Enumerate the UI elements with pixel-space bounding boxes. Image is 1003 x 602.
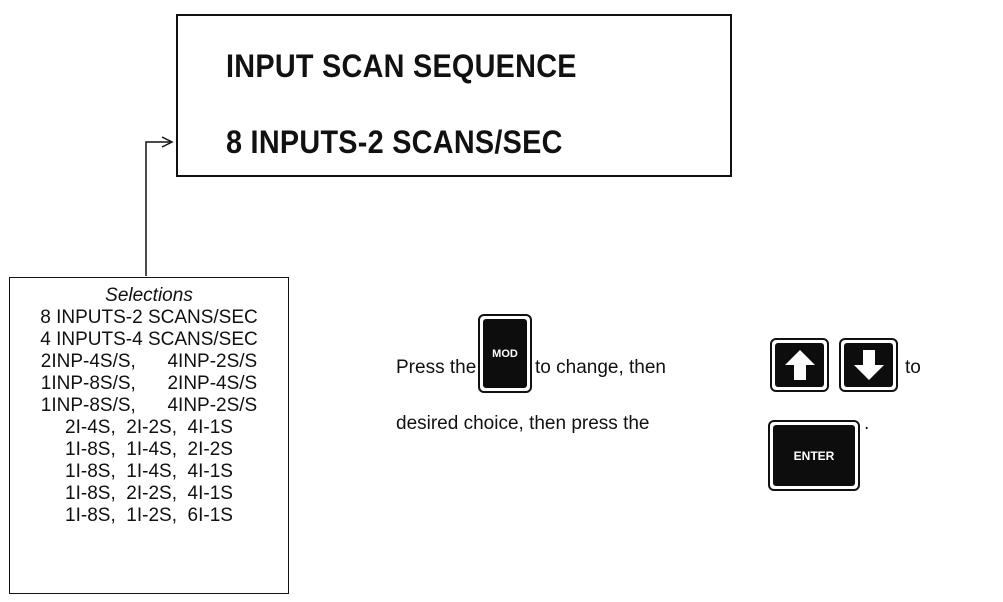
selections-title: Selections (105, 285, 193, 306)
lcd-display: INPUT SCAN SEQUENCE 8 INPUTS-2 SCANS/SEC (176, 14, 732, 177)
up-arrow-icon (784, 350, 815, 380)
selection-item: 8 INPUTS-2 SCANS/SEC (40, 307, 258, 328)
instruction-period: . (864, 413, 870, 434)
selections-box: Selections 8 INPUTS-2 SCANS/SEC 4 INPUTS… (9, 277, 289, 594)
selection-item: 1I-8S, 1I-2S, 6I-1S (65, 505, 233, 526)
instruction-to-change: to change, then (535, 357, 666, 378)
enter-key[interactable]: ENTER (768, 420, 860, 491)
instruction-desired-choice: desired choice, then press the (396, 413, 650, 434)
selection-item: 1I-8S, 1I-4S, 2I-2S (65, 439, 233, 460)
instruction-press-the: Press the (396, 357, 477, 378)
display-line-2: 8 INPUTS-2 SCANS/SEC (226, 124, 563, 160)
instruction-to: to (905, 357, 921, 378)
display-line-1: INPUT SCAN SEQUENCE (226, 48, 577, 84)
down-arrow-icon (853, 350, 884, 380)
up-key[interactable] (770, 338, 829, 392)
selection-item: 1INP-8S/S, 2INP-4S/S (40, 373, 258, 394)
selection-item: 2INP-4S/S, 4INP-2S/S (40, 351, 258, 372)
selection-item: 1I-8S, 1I-4S, 4I-1S (65, 461, 233, 482)
selection-item: 4 INPUTS-4 SCANS/SEC (40, 329, 258, 350)
mod-key[interactable]: MOD (478, 314, 532, 393)
selection-item: 1INP-8S/S, 4INP-2S/S (40, 395, 258, 416)
down-key[interactable] (839, 338, 898, 392)
selection-item: 2I-4S, 2I-2S, 4I-1S (65, 417, 233, 438)
mod-key-label: MOD (483, 319, 527, 388)
selection-item: 1I-8S, 2I-2S, 4I-1S (65, 483, 233, 504)
enter-key-label: ENTER (773, 425, 855, 486)
